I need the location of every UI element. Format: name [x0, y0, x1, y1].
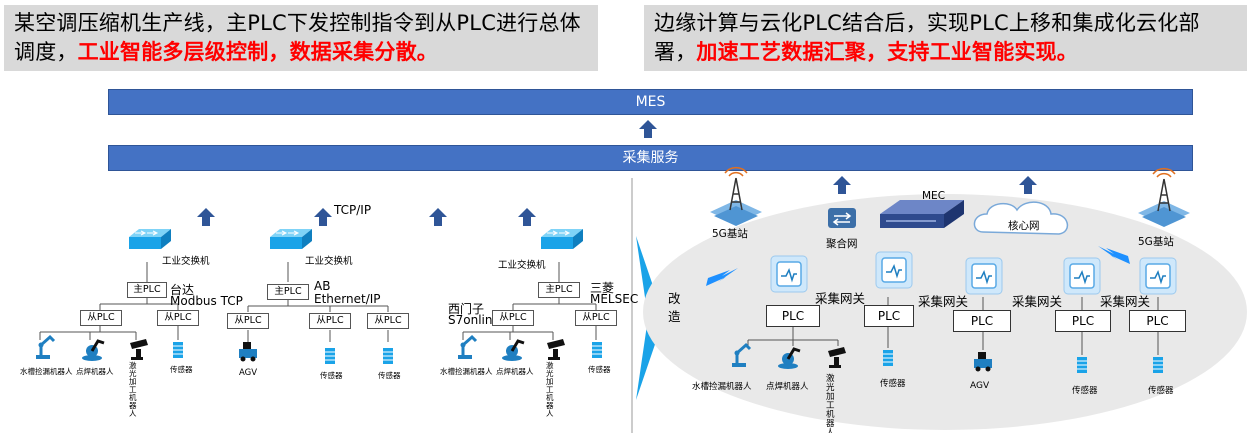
robot-arm-icon-1: [34, 335, 56, 361]
mec-label: MEC: [922, 190, 946, 202]
laser-icon-2: [547, 339, 565, 360]
caption-right: 边缘计算与云化PLC结合后，实现PLC上移和集成化云化部署，加速工艺数据汇聚，支…: [644, 5, 1247, 71]
transform-label: 改造: [668, 291, 681, 324]
protocol-label-1: Modbus TCP: [170, 294, 243, 308]
cloud-ellipse: [643, 194, 1247, 430]
slave-plc-3-1: 从PLC: [492, 310, 534, 326]
sensor-icon-3: [382, 347, 394, 365]
core-network-label: 核心网: [1008, 220, 1040, 232]
core-network-cloud: [973, 201, 1069, 235]
switch-icon-3: [540, 228, 584, 250]
slave-plc-2-1: 从PLC: [227, 313, 269, 329]
sensor-icon-4: [591, 341, 603, 359]
side-protocol-label: S7online: [448, 313, 500, 327]
gateway-label-4: 采集网关: [1100, 294, 1151, 309]
protocol-label-2: Ethernet/IP: [314, 292, 381, 306]
gateway-icon-4: [1063, 257, 1101, 295]
arrow-up-right-1: [833, 176, 851, 194]
protocol-tcpip-label: TCP/IP: [334, 203, 372, 217]
gateway-label-1: 采集网关: [815, 291, 866, 306]
gateway-icon-2: [875, 251, 913, 289]
device-label-3-1: 水槽捡漏机器人: [440, 367, 493, 376]
vendor-label-1: 台达: [170, 283, 195, 297]
gateway-icon-5: [1139, 257, 1177, 295]
base-station-icon-right: [1137, 167, 1191, 228]
base-station-label-left: 5G基站: [712, 228, 748, 240]
arrow-up-right-2: [1019, 176, 1037, 194]
caption-left-text: 某空调压缩机生产线，主PLC下发控制指令到从PLC进行总体调度，: [14, 11, 581, 64]
right-device-label-2: 点焊机器人: [766, 382, 809, 392]
arrow-up-collect-to-mes: [639, 120, 657, 138]
protocol-label-3: MELSEC: [590, 292, 639, 306]
right-device-label-7: 传感器: [1148, 386, 1174, 396]
sensor-icon-2: [324, 347, 336, 365]
switch-icon-1: [128, 228, 172, 250]
device-label-3-2: 点焊机器人: [496, 367, 534, 376]
slave-plc-1-1: 从PLC: [80, 310, 122, 326]
caption-left-highlight: 工业智能多层级控制，数据采集分散。: [77, 40, 439, 64]
right-device-label-3: 激光加工机器人: [826, 374, 835, 433]
base-station-label-right: 5G基站: [1138, 236, 1174, 248]
device-label-1-1: 水槽捡漏机器人: [20, 367, 73, 376]
switch-label-1: 工业交换机: [162, 256, 210, 267]
arrow-up-left-4: [518, 208, 536, 226]
device-label-3-3: 激光加工机器人: [546, 361, 554, 418]
slave-plc-3-2: 从PLC: [575, 310, 617, 326]
collect-service-band: 采集服务: [108, 145, 1193, 171]
aggregation-label: 聚合网: [826, 238, 858, 250]
plc-box-5: PLC: [1129, 310, 1186, 332]
gateway-icon-3: [965, 257, 1003, 295]
plc-box-2: PLC: [864, 305, 914, 327]
device-label-3-4: 传感器: [588, 365, 611, 374]
weld-robot-icon-1: [80, 339, 106, 363]
switch-label-3: 工业交换机: [498, 260, 546, 271]
mec-server-icon: [880, 200, 964, 228]
sensor-icon-1: [172, 341, 184, 359]
device-label-2-3: 传感器: [378, 371, 401, 380]
gateway-label-2: 采集网关: [918, 294, 969, 309]
switch-label-2: 工业交换机: [305, 256, 353, 267]
slave-plc-1-2: 从PLC: [157, 310, 199, 326]
base-station-icon-left: [709, 166, 763, 227]
sensor-icon-7: [1152, 356, 1164, 374]
arrow-up-left-1: [197, 208, 215, 226]
arrow-up-left-2: [314, 208, 332, 226]
gateway-icon-1: [770, 255, 808, 293]
laser-icon-1: [130, 339, 148, 360]
master-plc-3: 主PLC: [538, 282, 580, 298]
sensor-icon-5: [882, 349, 894, 367]
vendor-label-2: AB: [314, 279, 331, 293]
master-plc-2: 主PLC: [267, 284, 309, 300]
plc-box-1: PLC: [766, 305, 820, 327]
master-plc-1: 主PLC: [127, 282, 167, 298]
right-device-label-5: AGV: [970, 381, 990, 391]
weld-robot-icon-2: [500, 339, 526, 363]
slave-plc-2-2: 从PLC: [309, 313, 351, 329]
gateway-label-3: 采集网关: [1012, 294, 1063, 309]
mes-band: MES: [108, 89, 1193, 115]
slave-plc-2-3: 从PLC: [367, 313, 409, 329]
vendor-label-3: 三菱: [590, 281, 615, 295]
agv-icon-1: [239, 342, 257, 362]
right-device-label-6: 传感器: [1072, 386, 1098, 396]
device-label-2-2: 传感器: [320, 371, 343, 380]
plc-box-4: PLC: [1055, 310, 1111, 332]
device-label-1-3: 激光加工机器人: [129, 361, 137, 418]
plc-box-3: PLC: [953, 310, 1011, 332]
device-label-1-2: 点焊机器人: [76, 367, 114, 376]
caption-left: 某空调压缩机生产线，主PLC下发控制指令到从PLC进行总体调度，工业智能多层级控…: [4, 5, 598, 71]
arrow-up-left-3: [429, 208, 447, 226]
aggregation-icon: [828, 208, 856, 228]
right-device-label-4: 传感器: [880, 379, 906, 389]
caption-right-highlight: 加速工艺数据汇聚，支持工业智能实现。: [696, 40, 1079, 64]
right-device-label-1: 水槽捡漏机器人: [692, 382, 752, 392]
side-vendor-label: 西门子: [448, 302, 485, 316]
device-label-2-1: AGV: [239, 368, 258, 378]
switch-icon-2: [269, 228, 313, 250]
device-label-1-4: 传感器: [170, 365, 193, 374]
sensor-icon-6: [1076, 356, 1088, 374]
caption-right-text: 边缘计算与云化PLC结合后，实现PLC上移和集成化云化部署，: [654, 11, 1200, 64]
robot-arm-icon-2: [456, 335, 478, 361]
